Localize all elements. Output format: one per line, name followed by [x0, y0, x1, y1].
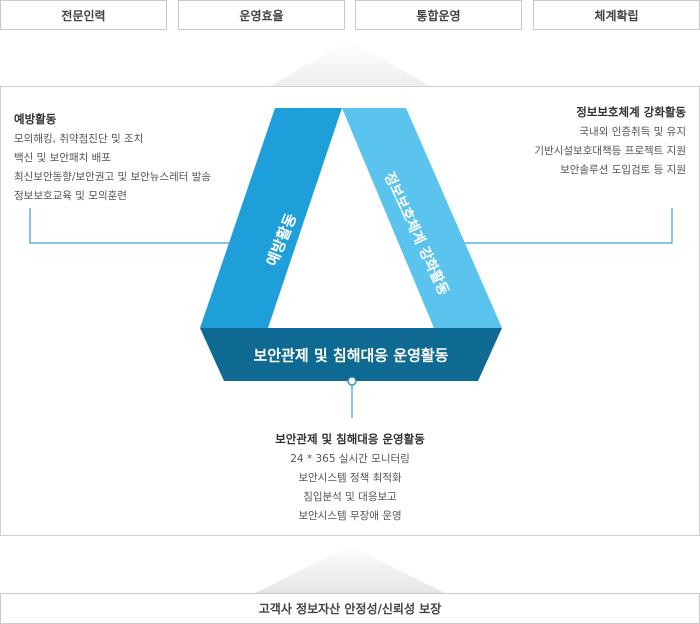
prevention-connector-line — [29, 208, 247, 244]
prevention-item: 백신 및 보안패치 배포 — [14, 152, 111, 164]
main-panel — [0, 86, 700, 536]
strengthening-item: 보안솔루션 도입검토 등 지원 — [560, 164, 686, 176]
bottom-chevron-shape — [255, 546, 445, 593]
top-chevron-shape — [270, 40, 430, 86]
operations-item: 침입분석 및 대응보고 — [303, 491, 397, 503]
prevention-item: 최신보안동향/보안권고 및 보안뉴스레터 발송 — [14, 171, 212, 183]
prevention-item: 정보보호교육 및 모의훈련 — [14, 190, 127, 202]
strengthening-connector-line — [453, 208, 673, 244]
operations-item: 보안시스템 무장애 운영 — [298, 510, 402, 522]
tab-system-establishment: 체계확립 — [533, 0, 700, 30]
tab-operational-efficiency: 운영효율 — [178, 0, 345, 30]
operations-item: 보안시스템 정책 최적화 — [298, 472, 402, 484]
operations-item: 24 * 365 실시간 모니터링 — [290, 453, 410, 465]
prevention-item: 모의해킹, 취약점진단 및 조치 — [14, 133, 144, 145]
footer-guarantee: 고객사 정보자산 안정성/신뢰성 보장 — [0, 593, 700, 624]
prevention-title: 예방활동 — [14, 112, 57, 126]
tab-expert-staff: 전문인력 — [0, 0, 167, 30]
operations-title: 보안관제 및 침해대응 운영활동 — [275, 432, 425, 446]
operations-bar-label: 보안관제 및 침해대응 운영활동 — [253, 347, 448, 365]
strengthening-item: 기반시설보호대책등 프로젝트 지원 — [534, 145, 686, 157]
operations-bar — [200, 328, 502, 381]
prevention-block: 예방활동 모의해킹, 취약점진단 및 조치 백신 및 보안패치 배포 최신보안동… — [14, 108, 211, 206]
operations-block: 보안관제 및 침해대응 운영활동 24 * 365 실시간 모니터링 보안시스템… — [200, 428, 500, 526]
strengthening-block: 정보보호체계 강화활동 국내외 인증취득 및 유지 기반시설보호대책등 프로젝트… — [446, 101, 686, 180]
operations-connector-dot — [347, 376, 357, 386]
strengthening-bar — [342, 108, 502, 328]
strengthening-item: 국내외 인증취득 및 유지 — [579, 126, 686, 138]
strengthening-title: 정보보호체계 강화활동 — [576, 105, 686, 119]
tab-integrated-operation: 통합운영 — [355, 0, 522, 30]
prevention-bar — [200, 108, 342, 328]
